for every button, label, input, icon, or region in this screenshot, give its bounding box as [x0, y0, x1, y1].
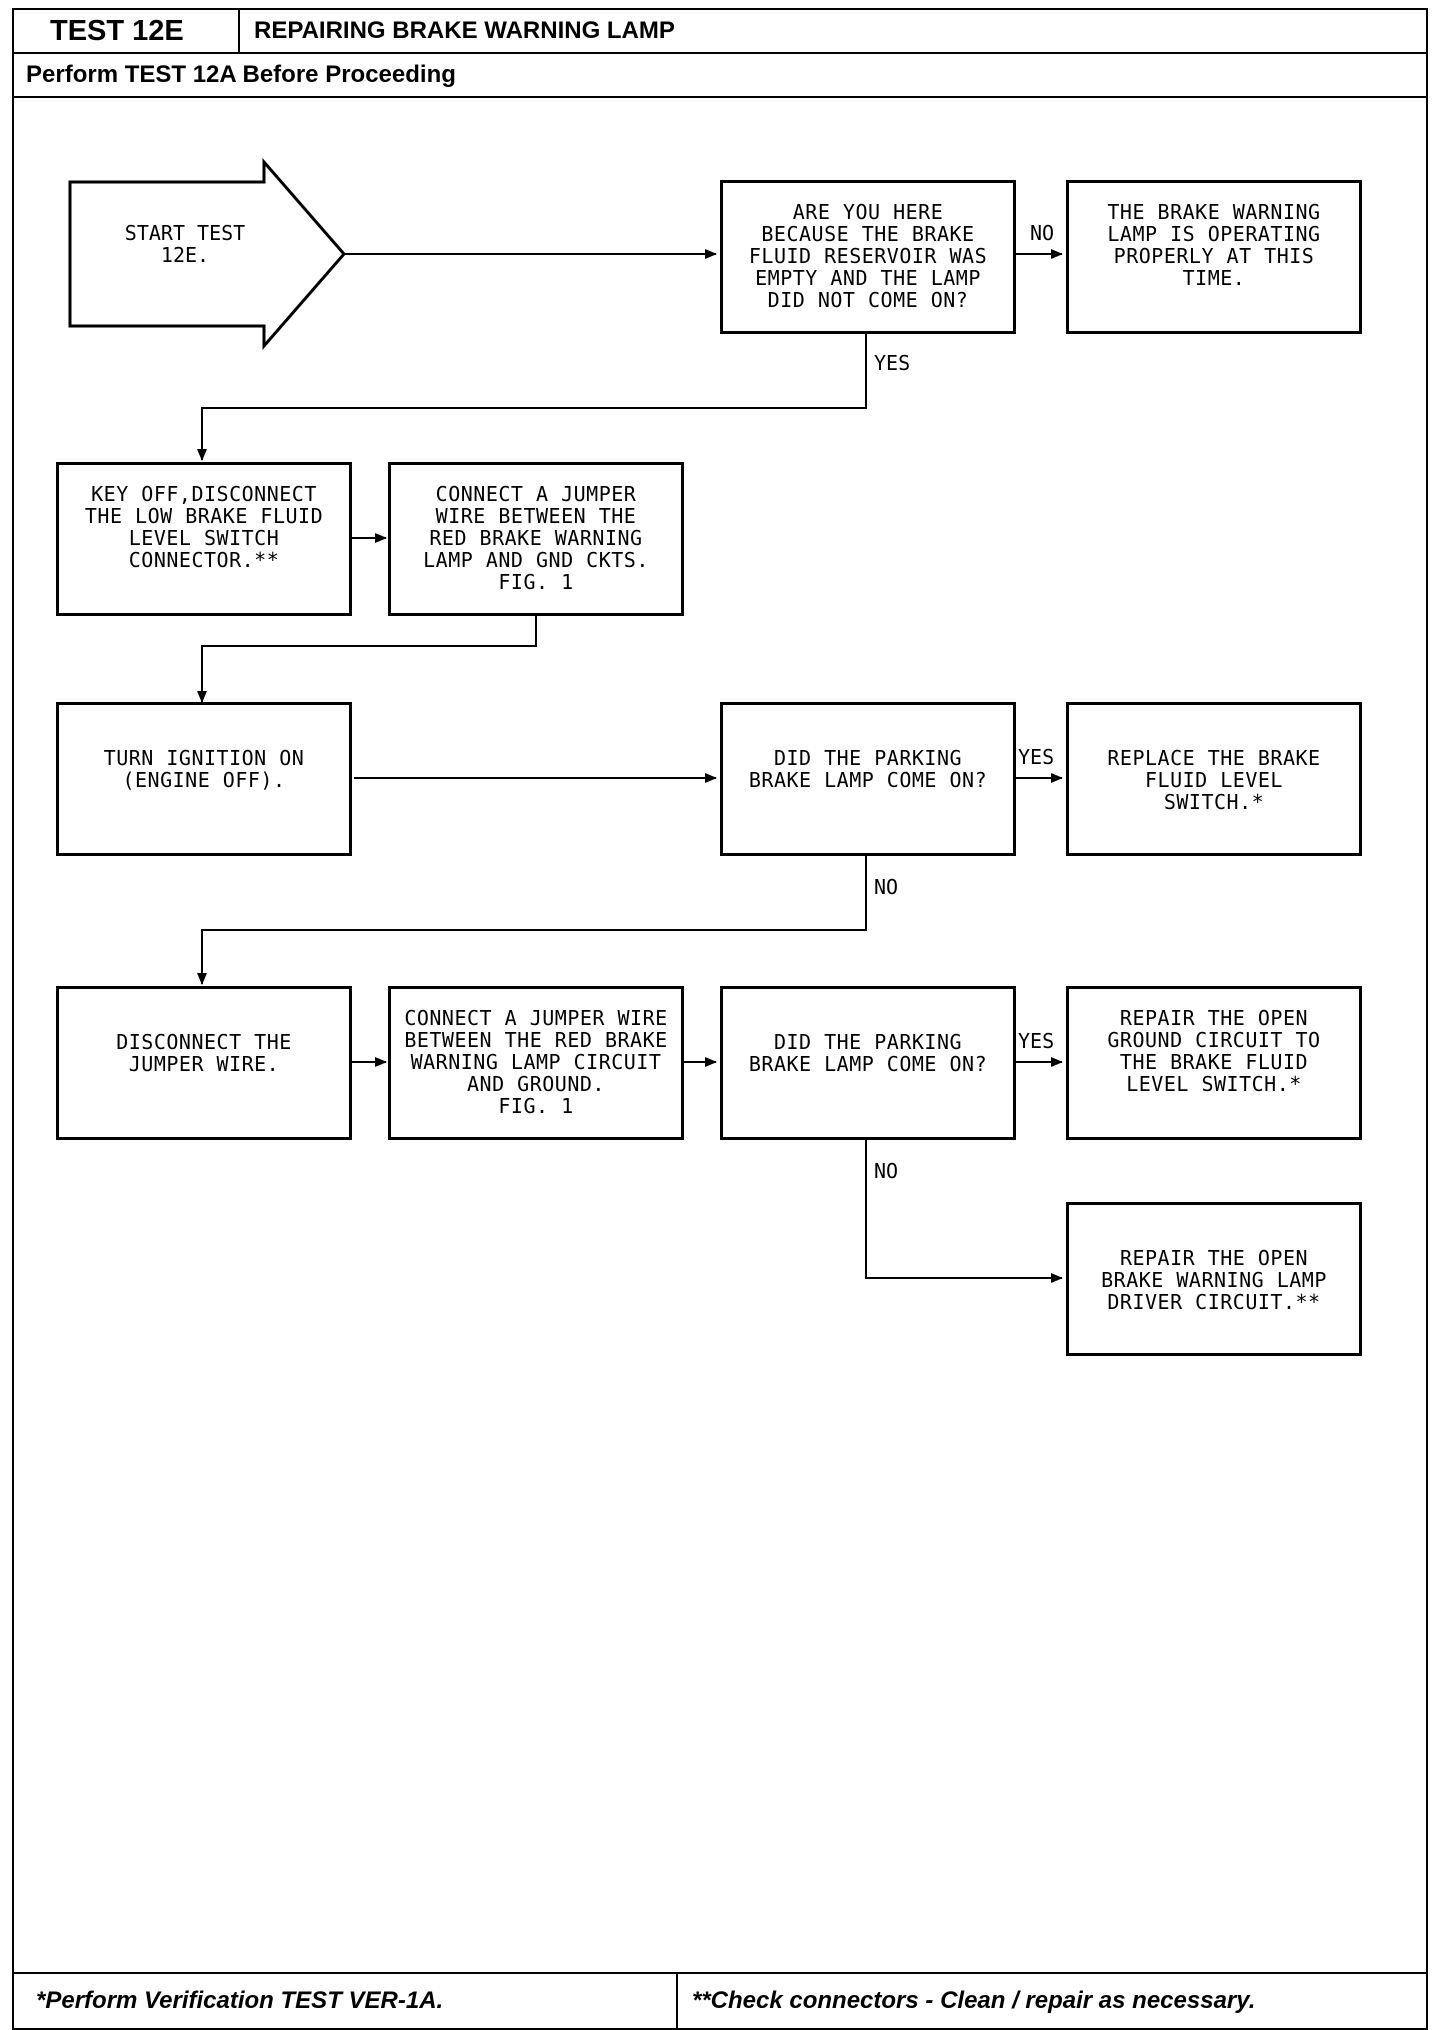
footer-connector-note: **Check connectors - Clean / repair as n…: [692, 1987, 1256, 2014]
label-q2-no: NO: [874, 875, 899, 899]
header-row: TEST 12E REPAIRING BRAKE WARNING LAMP: [14, 10, 1426, 54]
step-connect-jumper-gnd: CONNECT A JUMPER WIRE BETWEEN THE RED BR…: [388, 462, 684, 616]
test-id: TEST 12E: [14, 10, 240, 52]
connector-q3-no: [865, 1138, 1063, 1283]
label-q1-no: NO: [1030, 221, 1055, 245]
label-q3-no: NO: [874, 1159, 899, 1183]
page-title: REPAIRING BRAKE WARNING LAMP: [254, 17, 675, 44]
footer-verification-note: *Perform Verification TEST VER-1A.: [14, 1974, 678, 2028]
connector-step2-to-ignition: [197, 614, 537, 703]
result-lamp-operating-properly: THE BRAKE WARNING LAMP IS OPERATING PROP…: [1066, 180, 1362, 334]
step-ignition-on: TURN IGNITION ON (ENGINE OFF).: [56, 702, 352, 856]
label-q3-yes: YES: [1018, 1029, 1055, 1053]
step-disconnect-level-switch: KEY OFF,DISCONNECT THE LOW BRAKE FLUID L…: [56, 462, 352, 616]
page-frame: TEST 12E REPAIRING BRAKE WARNING LAMP Pe…: [12, 8, 1428, 2030]
question-parking-lamp-on-1: DID THE PARKING BRAKE LAMP COME ON?: [720, 702, 1016, 856]
connector-q2-no: [197, 854, 867, 985]
connector-q1-yes: [197, 332, 867, 461]
prerequisite-note: Perform TEST 12A Before Proceeding: [14, 54, 1426, 98]
label-q1-yes: YES: [874, 351, 911, 375]
result-repair-ground-circuit: REPAIR THE OPEN GROUND CIRCUIT TO THE BR…: [1066, 986, 1362, 1140]
result-repair-driver-circuit: REPAIR THE OPEN BRAKE WARNING LAMP DRIVE…: [1066, 1202, 1362, 1356]
start-test-label: START TEST 12E.: [124, 221, 246, 267]
step-connect-jumper-circuit: CONNECT A JUMPER WIRE BETWEEN THE RED BR…: [388, 986, 684, 1140]
question-reservoir-empty: ARE YOU HERE BECAUSE THE BRAKE FLUID RES…: [720, 180, 1016, 334]
label-q2-yes: YES: [1018, 745, 1055, 769]
question-parking-lamp-on-2: DID THE PARKING BRAKE LAMP COME ON?: [720, 986, 1016, 1140]
footer: *Perform Verification TEST VER-1A. **Che…: [14, 1972, 1426, 2028]
result-replace-level-switch: REPLACE THE BRAKE FLUID LEVEL SWITCH.*: [1066, 702, 1362, 856]
step-disconnect-jumper: DISCONNECT THE JUMPER WIRE.: [56, 986, 352, 1140]
start-arrow-shape: [68, 157, 346, 351]
